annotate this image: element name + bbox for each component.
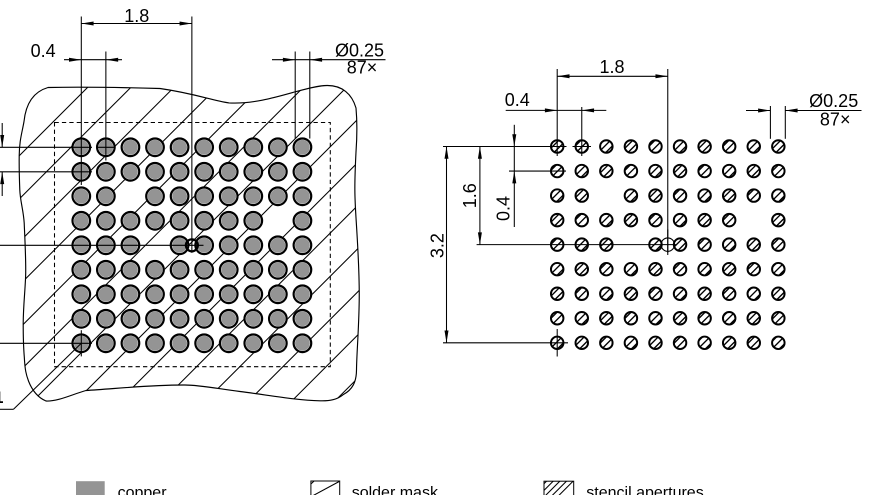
svg-text:87×: 87× [820, 109, 851, 129]
svg-text:Ø0.25: Ø0.25 [809, 91, 858, 111]
svg-text:3.2: 3.2 [428, 233, 448, 258]
svg-text:A1: A1 [0, 388, 4, 407]
svg-text:stencil apertures: stencil apertures [586, 484, 703, 495]
svg-text:1.8: 1.8 [124, 6, 149, 26]
svg-text:1.8: 1.8 [599, 57, 624, 77]
svg-text:1.6: 1.6 [460, 183, 480, 208]
svg-text:solder mask: solder mask [352, 484, 439, 495]
svg-text:0.4: 0.4 [31, 41, 56, 61]
svg-text:copper: copper [118, 484, 168, 495]
svg-text:0.4: 0.4 [494, 196, 514, 221]
svg-text:0.4: 0.4 [505, 90, 530, 110]
svg-text:87×: 87× [347, 58, 378, 78]
